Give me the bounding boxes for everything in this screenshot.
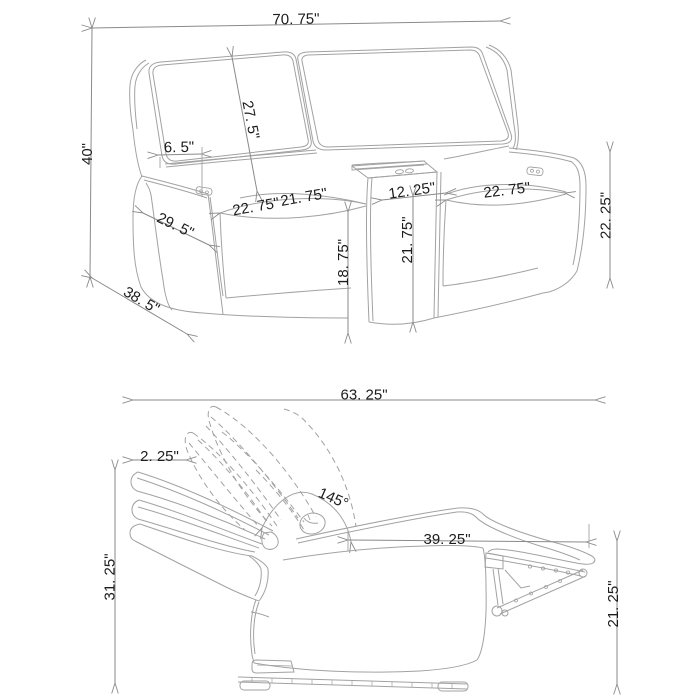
svg-text:22. 75": 22. 75" <box>483 179 532 202</box>
svg-text:40": 40" <box>79 143 96 165</box>
svg-text:70. 75": 70. 75" <box>272 11 319 29</box>
svg-text:31. 25": 31. 25" <box>101 553 118 600</box>
svg-text:22. 25": 22. 25" <box>597 192 614 239</box>
svg-text:2. 25": 2. 25" <box>140 448 179 465</box>
svg-text:18. 75": 18. 75" <box>335 239 352 286</box>
svg-text:6. 5": 6. 5" <box>164 139 195 157</box>
svg-text:63. 25": 63. 25" <box>340 386 387 403</box>
svg-text:21. 25": 21. 25" <box>605 580 622 627</box>
svg-text:39. 25": 39. 25" <box>423 531 470 548</box>
svg-text:21. 75": 21. 75" <box>399 216 416 263</box>
